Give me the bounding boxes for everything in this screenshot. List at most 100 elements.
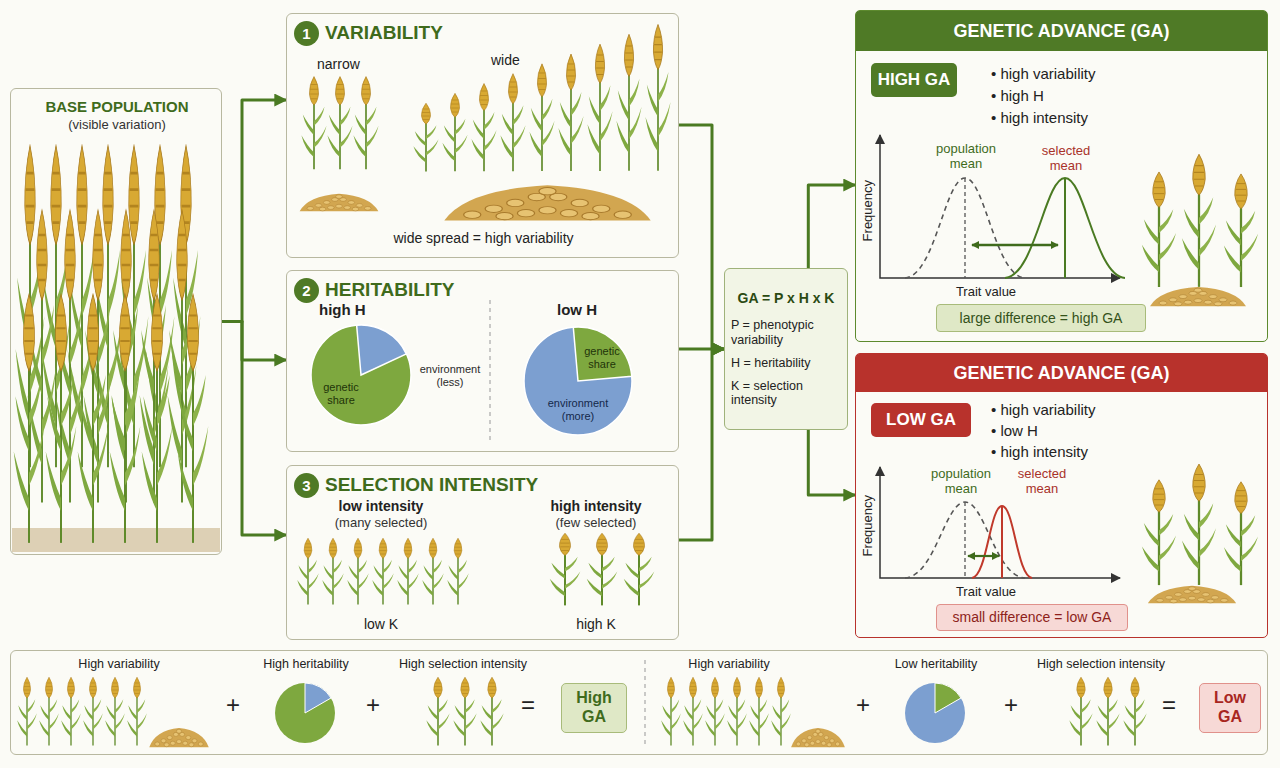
- text-slot: (few selected): [526, 515, 666, 530]
- text-slot: high intensity: [526, 498, 666, 515]
- text-slot: =: [1159, 691, 1179, 719]
- summary-figures-part: [426, 677, 449, 745]
- variability-figure-part: [327, 77, 352, 170]
- summary-figures-part: [61, 677, 81, 745]
- summary-figures-part: [1096, 677, 1119, 745]
- label-text: high K: [546, 616, 646, 633]
- connector-arrow: [679, 349, 724, 540]
- factor-box: HERITABILITYhigh Hlow H2genetic shareenv…: [286, 270, 679, 452]
- panel-subtitle: (visible variation): [17, 117, 217, 132]
- summary-figures-part: [705, 677, 725, 745]
- text-slot: =: [518, 691, 538, 719]
- label-text: selected mean: [1026, 143, 1106, 174]
- summary-figures-part: [1123, 677, 1146, 745]
- formula-text: GA = P x H x K: [731, 290, 841, 307]
- label-text: (many selected): [311, 515, 451, 530]
- base-population-figure-part: [46, 294, 77, 543]
- text-slot: SELECTION INTENSITY: [325, 474, 538, 496]
- text-slot: High variability: [49, 657, 189, 672]
- variability-figure-part: [645, 25, 670, 171]
- label-text: H = heritability: [731, 356, 841, 371]
- callout-number: 2: [302, 282, 310, 300]
- text-slot: High selection intensity: [1021, 657, 1181, 672]
- summary-figures-part: [17, 677, 37, 745]
- text-slot: GENETIC ADVANCE (GA): [856, 11, 1267, 51]
- selection-figure-part: [422, 538, 444, 604]
- operator: +: [1001, 691, 1021, 719]
- result-tag: LOW GA: [871, 403, 971, 437]
- text-slot: large difference = high GA: [937, 305, 1145, 331]
- text-slot: Frequency: [860, 180, 875, 241]
- text-slot: high K: [546, 616, 646, 633]
- pie-chart: genetic shareenvironment (less): [301, 319, 487, 437]
- label-text: large difference = high GA: [960, 310, 1123, 327]
- selection-figure-part: [550, 533, 581, 605]
- text-slot: • high H: [991, 87, 1044, 105]
- text-slot: (visible variation): [17, 117, 217, 132]
- pie-minor-slice: [573, 327, 632, 381]
- text-slot: Trait value: [936, 284, 1036, 299]
- text-slot: • high intensity: [991, 109, 1088, 127]
- text-slot: HERITABILITY: [325, 279, 454, 301]
- low-ga-chart-part: [972, 506, 1032, 578]
- high-ga-chart-part: [1182, 154, 1216, 287]
- label-text: wide spread = high variability: [297, 230, 670, 247]
- operator: +: [363, 691, 383, 719]
- variability-figure-part: [471, 84, 496, 172]
- text-slot: wide: [491, 52, 520, 69]
- high-ga-chart-part: [972, 244, 1058, 247]
- variability-figure: [300, 25, 671, 221]
- selection-figure-part: [447, 538, 469, 604]
- label-text: • high H: [991, 87, 1044, 105]
- summary-figures-part: [935, 683, 961, 713]
- text-slot: 2: [294, 278, 319, 303]
- result-panel: GENETIC ADVANCE (GA)• high variability• …: [855, 353, 1268, 638]
- text-slot: selected mean: [1006, 466, 1078, 497]
- selection-figure-part: [372, 538, 394, 604]
- label-text: environment (more): [536, 397, 620, 423]
- summary-figures-part: [791, 728, 845, 747]
- text-slot: +: [1001, 691, 1021, 719]
- summary-figures-part: [453, 677, 476, 745]
- label-text: P = phenotypic variability: [731, 318, 841, 348]
- high-ga-chart-part: [964, 178, 965, 278]
- text-slot: genetic share: [580, 345, 624, 371]
- label-text: High selection intensity: [1021, 657, 1181, 672]
- base-population-figure-part: [12, 528, 220, 552]
- low-ga-chart: [880, 464, 1258, 603]
- high-ga-chart-part: [1224, 174, 1258, 287]
- result-tag: HIGH GA: [871, 63, 957, 97]
- connector-arrow: [808, 185, 855, 268]
- label-text: environment (less): [415, 363, 485, 389]
- operator: +: [223, 691, 243, 719]
- box-heading: VARIABILITY: [325, 22, 443, 44]
- summary-figures-part: [644, 660, 645, 745]
- factor-box: SELECTION INTENSITY low intensity(many se…: [286, 465, 679, 640]
- label-text: low intensity: [311, 498, 451, 515]
- axis-label: Frequency: [860, 180, 875, 241]
- text-slot: • high variability: [991, 65, 1095, 83]
- axis-label: Trait value: [936, 584, 1036, 599]
- label-text: High variability: [659, 657, 799, 672]
- text-slot: (many selected): [311, 515, 451, 530]
- selection-figure-part: [347, 538, 369, 604]
- variability-figure-part: [442, 93, 467, 171]
- summary-figures-part: [305, 683, 331, 713]
- low-ga-chart-part: [1182, 464, 1216, 585]
- summary-figures-part: [149, 728, 209, 747]
- axis-label: Frequency: [860, 495, 875, 556]
- summary-figures-part: [275, 683, 335, 743]
- base-population-figure-part: [110, 294, 141, 543]
- summary-figures: [17, 660, 1147, 747]
- label-text: high intensity: [526, 498, 666, 515]
- text-slot: Trait value: [936, 584, 1036, 599]
- text-slot: K = selection intensity: [731, 379, 841, 409]
- summary-figures-part: [105, 677, 125, 745]
- selection-figure-part: [397, 538, 419, 604]
- text-slot: • high intensity: [991, 443, 1088, 461]
- text-slot: High GA: [562, 684, 626, 732]
- axis-label: Trait value: [936, 284, 1036, 299]
- pie-major-slice: [524, 327, 632, 435]
- base-population-figure-part: [178, 294, 209, 543]
- text-slot: GENETIC ADVANCE (GA): [856, 354, 1267, 392]
